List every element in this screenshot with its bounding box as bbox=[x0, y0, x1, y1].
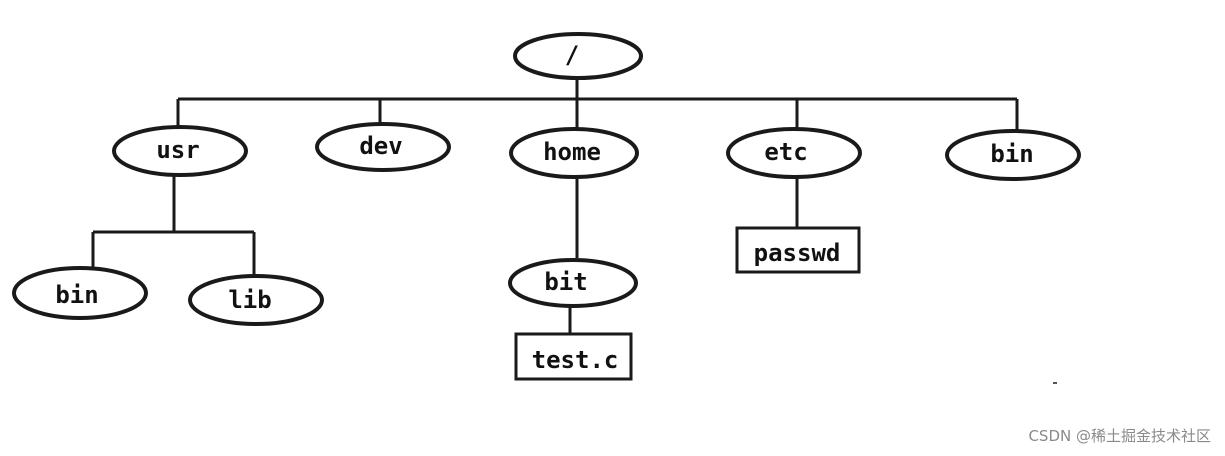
node-usr-bin-label: bin bbox=[55, 281, 98, 309]
node-usr-lib: lib bbox=[188, 274, 324, 326]
node-home-label: home bbox=[543, 138, 601, 166]
node-root: / bbox=[513, 32, 643, 80]
node-bin-root: bin bbox=[945, 129, 1081, 181]
node-usr-lib-label: lib bbox=[228, 286, 271, 314]
node-dev-ellipse bbox=[315, 122, 451, 172]
node-passwd-box bbox=[735, 226, 861, 274]
node-etc-ellipse bbox=[726, 127, 862, 179]
node-usr-lib-ellipse bbox=[188, 274, 324, 326]
node-passwd: passwd bbox=[735, 226, 861, 274]
node-root-ellipse bbox=[513, 32, 643, 80]
node-home: home bbox=[509, 127, 639, 179]
node-etc: etc bbox=[726, 127, 862, 179]
tree-connectors bbox=[91, 78, 1019, 334]
node-test-c-label: test.c bbox=[532, 346, 619, 374]
node-dev-label: dev bbox=[359, 132, 402, 160]
node-passwd-label: passwd bbox=[754, 239, 841, 267]
node-test-c-box bbox=[514, 332, 633, 381]
node-bin-root-label: bin bbox=[990, 140, 1033, 168]
node-usr-bin-ellipse bbox=[12, 266, 148, 320]
node-test-c: test.c bbox=[514, 332, 633, 381]
stray-mark bbox=[1053, 382, 1057, 384]
node-usr-bin: bin bbox=[12, 266, 148, 320]
node-etc-label: etc bbox=[764, 138, 807, 166]
node-usr-ellipse bbox=[112, 125, 248, 177]
node-usr-label: usr bbox=[156, 136, 199, 164]
node-bit: bit bbox=[508, 258, 638, 308]
source-watermark: CSDN @稀土掘金技术社区 bbox=[1028, 427, 1211, 445]
node-bit-ellipse bbox=[508, 258, 638, 308]
node-home-ellipse bbox=[509, 127, 639, 179]
node-dev: dev bbox=[315, 122, 451, 172]
node-bin-root-ellipse bbox=[945, 129, 1081, 181]
node-usr: usr bbox=[112, 125, 248, 177]
node-bit-label: bit bbox=[544, 268, 587, 296]
node-root-label: / bbox=[565, 41, 579, 69]
